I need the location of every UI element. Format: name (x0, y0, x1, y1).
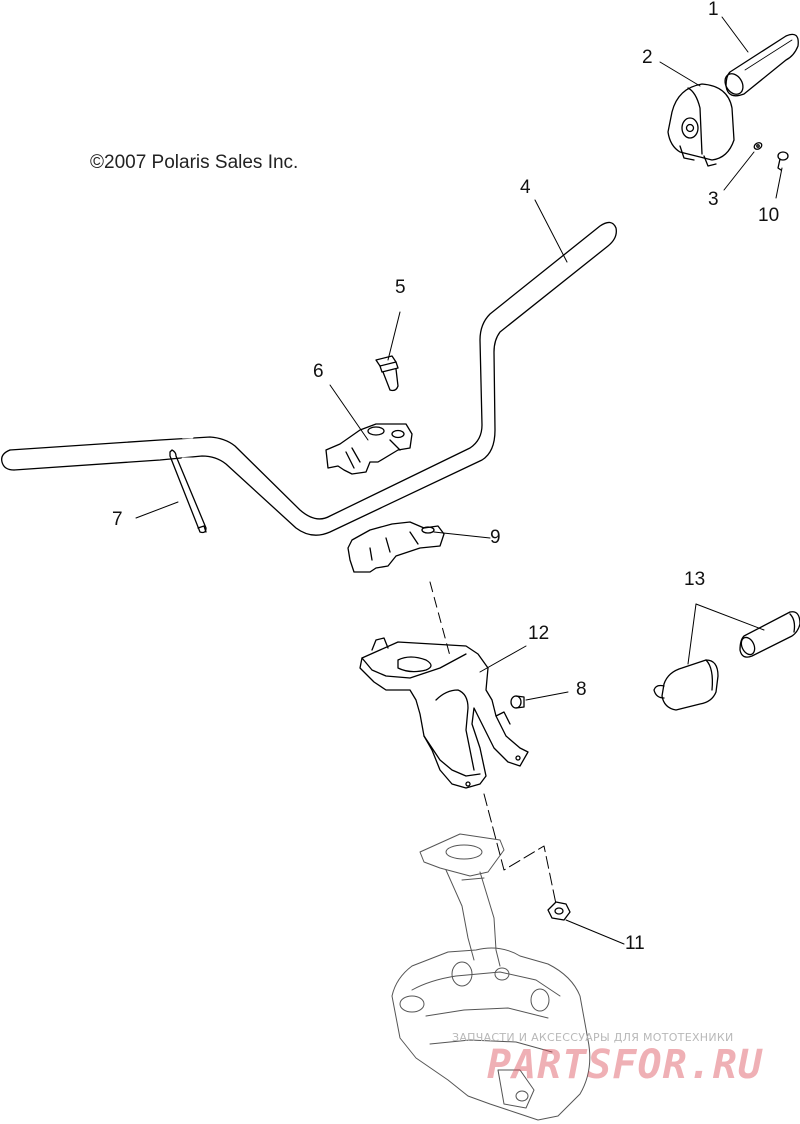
part-4-handlebar (1, 221, 617, 536)
callout-2: 2 (642, 47, 653, 68)
watermark-brand: PARTSFOR.RU (487, 1042, 763, 1088)
part-5-bolt (375, 355, 399, 392)
part-13-grip-insert (653, 659, 719, 711)
callout-5: 5 (395, 277, 406, 298)
callout-12: 12 (528, 623, 550, 644)
part-2-throttle-housing (667, 83, 735, 167)
part-9-lower-clamp (347, 521, 445, 573)
part-8-bolt (510, 695, 525, 709)
part-13-end-cap (739, 611, 800, 658)
part-3-screw (753, 142, 763, 150)
part-11-flange-nut (547, 901, 571, 921)
callout-7: 7 (112, 509, 123, 530)
copyright-notice: ©2007 Polaris Sales Inc. (90, 152, 299, 173)
part-10-screw (777, 151, 789, 171)
part-12-riser-bracket (359, 637, 529, 789)
watermark-tagline: ЗАПЧАСТИ И АКСЕССУАРЫ ДЛЯ МОТОТЕХНИКИ (452, 1031, 734, 1044)
callout-3: 3 (708, 189, 719, 210)
callout-11: 11 (625, 933, 645, 954)
callout-9: 9 (490, 527, 501, 548)
callout-10: 10 (758, 205, 780, 226)
leader-lines (135, 16, 783, 945)
steering-frame (391, 833, 591, 1121)
part-7-pin (169, 449, 207, 534)
part-6-upper-clamp (325, 423, 413, 475)
callout-13: 13 (684, 569, 706, 590)
callout-1: 1 (708, 0, 719, 20)
callout-4: 4 (520, 177, 531, 198)
callout-6: 6 (313, 361, 324, 382)
part-1-grip-tube (724, 33, 799, 97)
callout-8: 8 (576, 679, 587, 700)
